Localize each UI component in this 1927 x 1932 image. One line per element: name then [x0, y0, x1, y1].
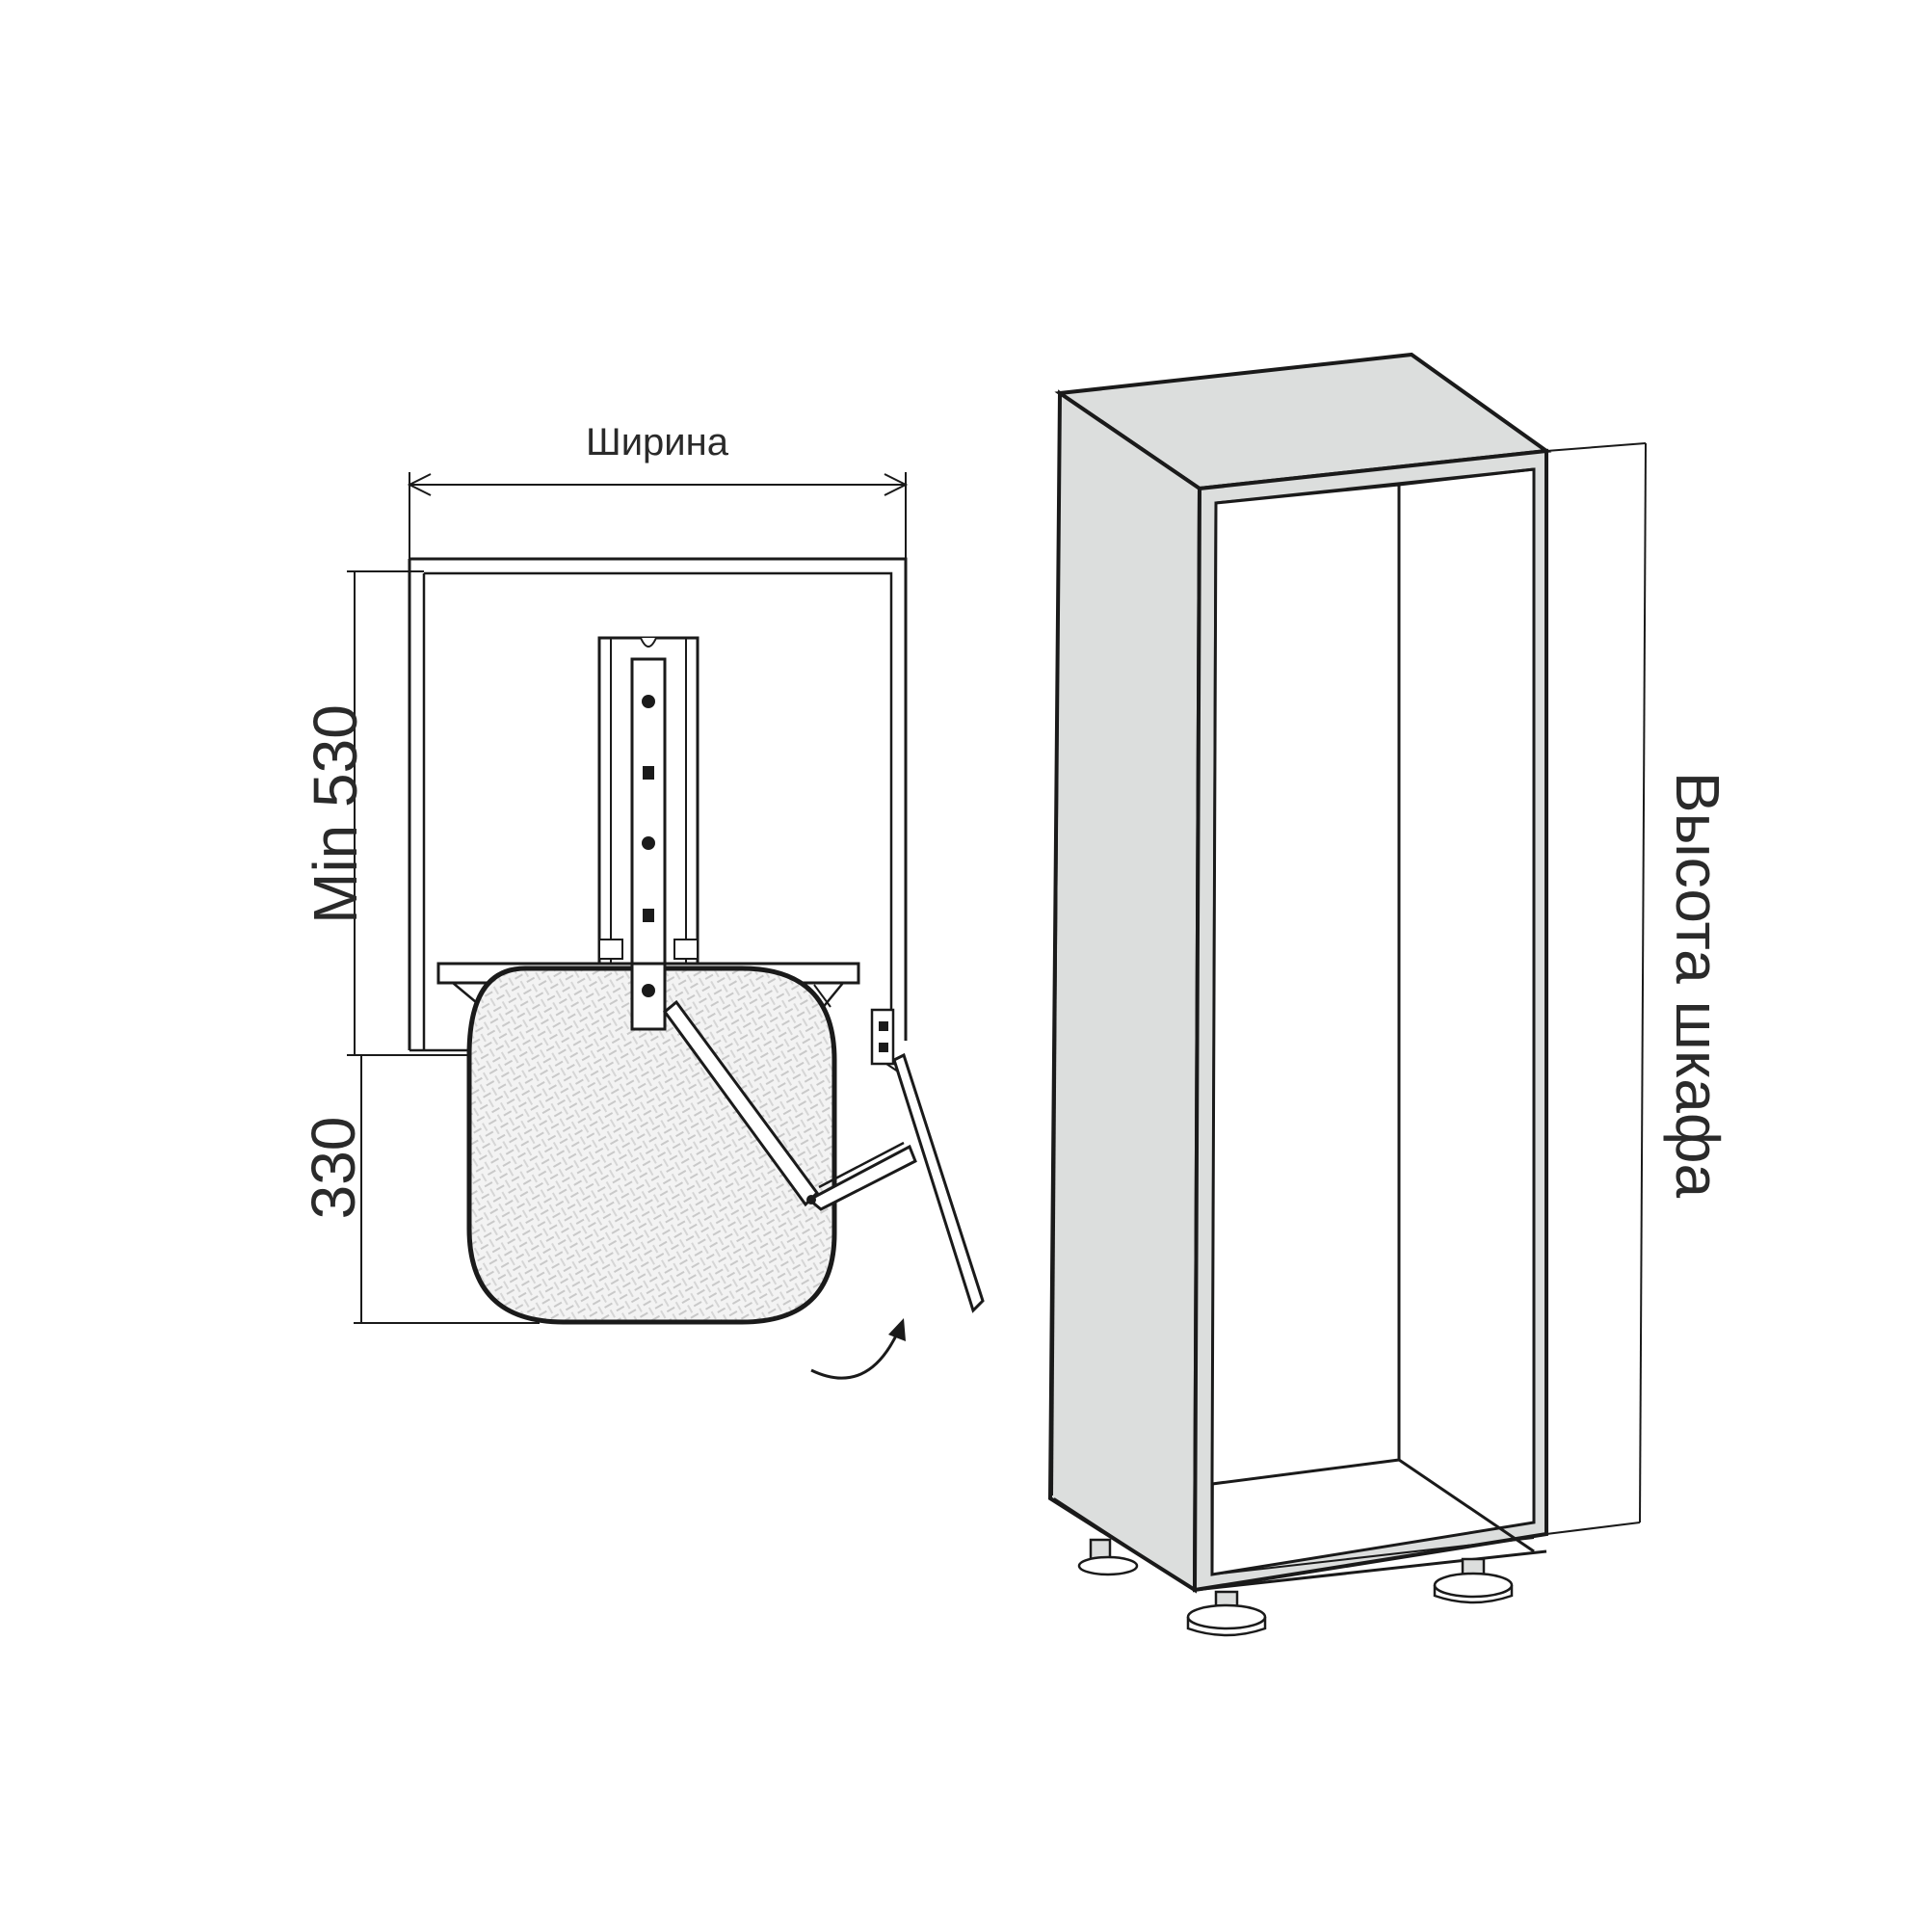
lift-height-label: 330	[299, 1117, 368, 1220]
lift-height-dimension: 330	[299, 1055, 540, 1324]
vertical-rail	[597, 636, 700, 1037]
cabinet-height-label: Высота шкафа	[1663, 772, 1732, 1199]
rail-bolt	[642, 695, 655, 708]
rotation-arrow-icon	[810, 1318, 906, 1380]
cabinet-section	[408, 557, 908, 1052]
min-height-dimension: Min 530	[301, 570, 474, 1056]
width-dimension: Ширина	[407, 421, 909, 559]
rail-bolt	[642, 836, 655, 850]
width-label: Ширина	[586, 421, 729, 463]
ironing-board	[466, 966, 837, 1325]
cabinet-door	[870, 1008, 985, 1313]
support-arm	[662, 999, 917, 1211]
cabinet-foot	[1433, 1557, 1514, 1604]
cabinet-side-panel	[1047, 389, 1202, 1594]
ironing-board-mechanism: Ширина Min 530 330	[299, 421, 985, 1380]
cabinet-foot	[1186, 1590, 1267, 1637]
tall-cabinet: Высота шкафа	[1047, 352, 1732, 1637]
cabinet-foot	[1077, 1538, 1139, 1576]
cabinet-height-dimension: Высота шкафа	[1545, 442, 1732, 1535]
min-height-label: Min 530	[301, 704, 370, 924]
